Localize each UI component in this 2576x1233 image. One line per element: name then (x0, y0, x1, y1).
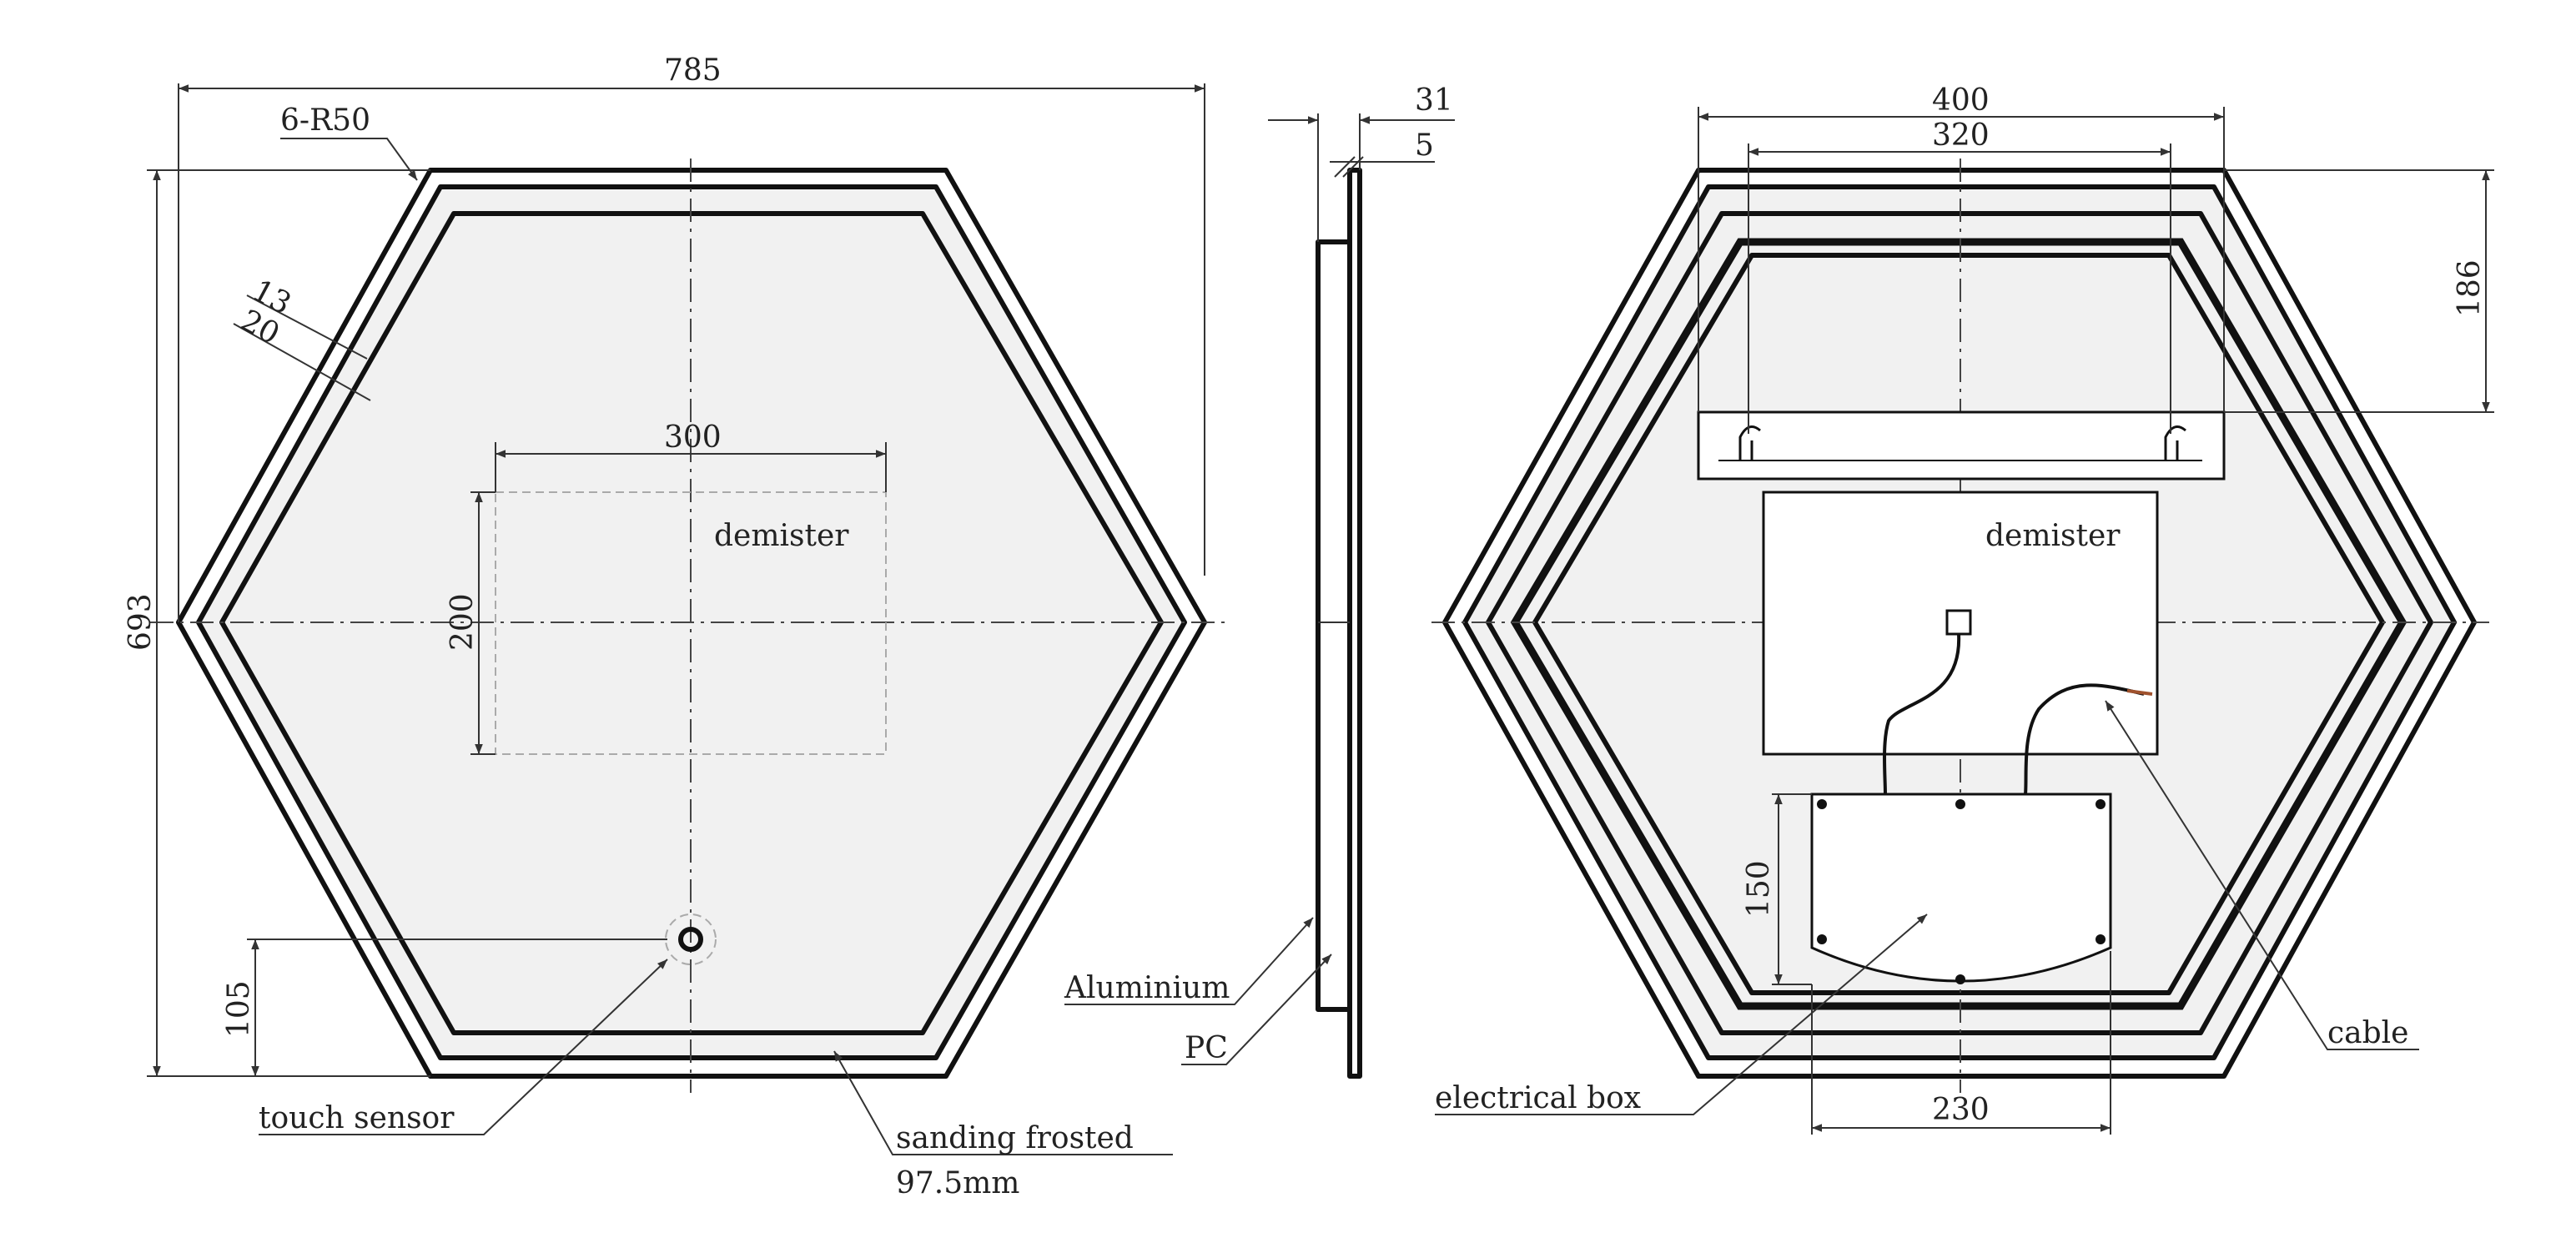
sanding-frosted-label: sanding frosted (896, 1121, 1134, 1155)
width-dimension: 785 (664, 53, 722, 88)
bracket-offset-dimension: 186 (2453, 259, 2487, 317)
box-screw-icons (1817, 799, 2106, 984)
connector-icon (1945, 609, 1972, 636)
electrical-box-label: electrical box (1435, 1081, 1641, 1115)
touch-sensor-zone (665, 913, 717, 965)
back-view: 400 320 186 demister 150 230 electrical … (1431, 83, 2494, 1135)
pc-label: PC (1185, 1031, 1228, 1065)
sanding-width-label: 97.5mm (896, 1166, 1019, 1200)
back-outline-inner (1486, 211, 2433, 1035)
cable-label: cable (2327, 1016, 2409, 1050)
front-view: demister 785 693 6-R50 13 20 300 200 1 (123, 53, 1226, 1200)
aluminium-frame (1316, 239, 1352, 1012)
back-demister-label: demister (1985, 519, 2121, 553)
demister-height-dimension: 200 (445, 593, 480, 651)
demister-area (495, 491, 887, 755)
bracket-inner-dimension: 320 (1932, 118, 1990, 153)
height-dimension: 693 (123, 593, 158, 651)
glass-thickness-dimension: 5 (1415, 128, 1434, 163)
demister-label: demister (714, 519, 849, 553)
aluminium-label: Aluminium (1064, 971, 1230, 1005)
demister-width-dimension: 300 (664, 420, 722, 455)
hanging-bracket (1697, 410, 2226, 481)
bracket-outer-dimension: 400 (1932, 83, 1990, 118)
touch-sensor-icon[interactable] (678, 927, 703, 952)
box-width-dimension: 230 (1932, 1093, 1990, 1127)
radius-label: 6-R50 (280, 103, 370, 138)
depth-dimension: 31 (1415, 83, 1453, 118)
box-height-dimension: 150 (1742, 860, 1776, 918)
side-view: 31 5 Aluminium PC (1064, 83, 1455, 1079)
demister-cable (1883, 633, 1961, 795)
power-cable (2024, 683, 2145, 795)
electrical-box (1810, 793, 2112, 983)
sensor-offset-dimension: 105 (222, 980, 256, 1038)
touch-sensor-label: touch sensor (259, 1101, 455, 1135)
